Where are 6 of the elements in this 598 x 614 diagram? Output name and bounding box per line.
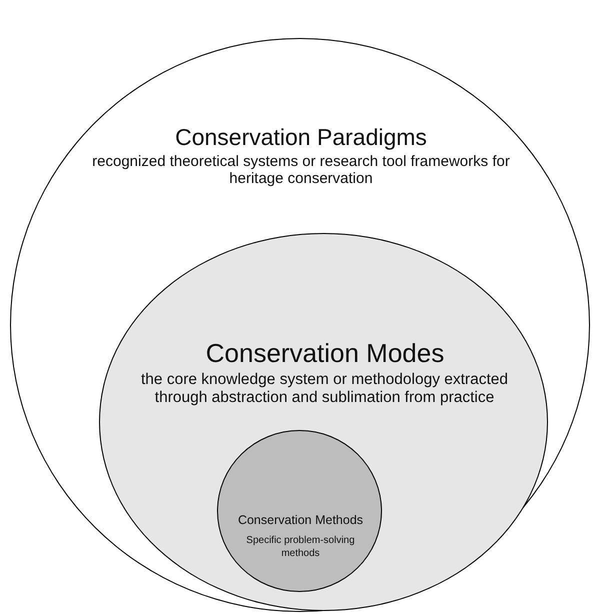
node-heading: Conservation Methods (236, 513, 364, 528)
node-description: recognized theoretical systems or research tool frameworks for heritage conservation (91, 153, 511, 187)
node-heading: Conservation Paradigms (174, 123, 428, 151)
node-description: the core knowledge system or methodology extracted through abstraction and sublimation from practice (140, 371, 510, 407)
node-heading: Conservation Modes (204, 338, 446, 368)
node-description: Specific problem-solving methods (246, 534, 355, 560)
